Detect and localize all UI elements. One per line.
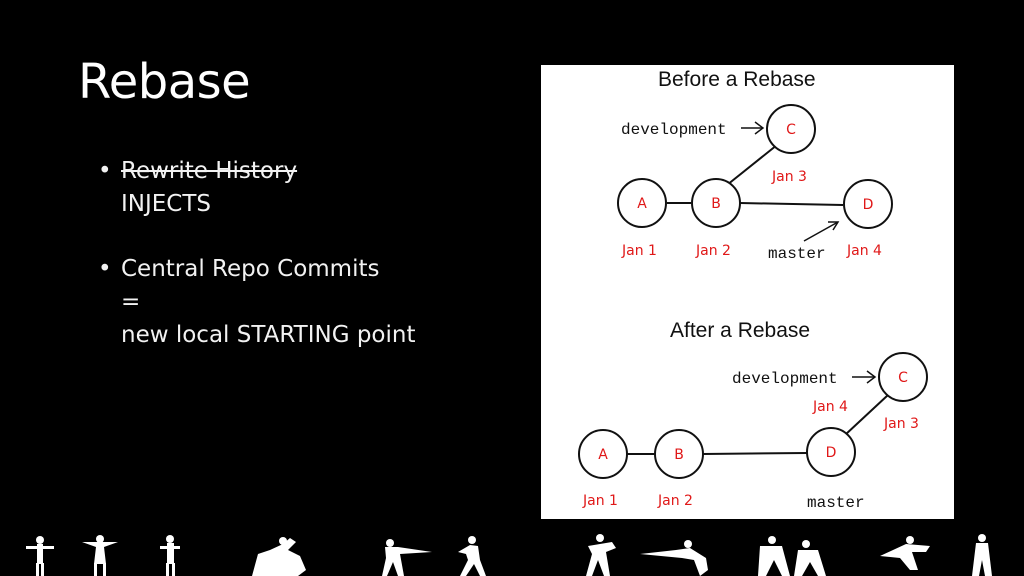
after-node-c-label: C — [898, 370, 908, 386]
after-date-a: Jan 1 — [582, 493, 618, 509]
before-edge-bd — [740, 203, 843, 205]
before-master-label: master — [768, 245, 826, 263]
before-node-b-label: B — [711, 196, 721, 212]
after-development-label: development — [732, 370, 838, 388]
bullet-list: • Rewrite History INJECTS • Central Repo… — [98, 155, 518, 352]
silhouette-figures-decoration — [0, 530, 1024, 576]
bullet-line: INJECTS — [121, 188, 518, 221]
after-date-c: Jan 3 — [883, 416, 919, 432]
figure-silhouette-icon — [880, 536, 930, 570]
figure-silhouette-icon — [382, 539, 432, 576]
bullet-line: = — [121, 286, 518, 319]
before-edge-bc — [727, 145, 777, 185]
figure-silhouette-icon — [640, 540, 708, 576]
figure-silhouette-icon — [252, 537, 306, 576]
before-master-arrow — [804, 222, 838, 241]
after-date-b: Jan 2 — [657, 493, 693, 509]
after-edge-dc — [845, 395, 888, 435]
after-node-b-label: B — [674, 447, 684, 463]
figure-silhouette-icon — [160, 535, 180, 576]
before-node-c-label: C — [786, 122, 796, 138]
before-node-d-label: D — [863, 197, 874, 213]
figure-silhouette-icon — [26, 536, 54, 576]
figure-silhouette-icon — [972, 534, 992, 576]
bullet-central-repo: • Central Repo Commits = new local START… — [98, 253, 518, 352]
bullet-line: Rewrite History — [121, 155, 518, 188]
before-heading: Before a Rebase — [658, 68, 816, 91]
after-edge-bd — [703, 453, 807, 454]
figure-silhouette-icon — [758, 536, 826, 576]
bullet-dot-icon: • — [98, 155, 112, 188]
before-date-d: Jan 4 — [846, 243, 882, 259]
figure-silhouette-icon — [458, 536, 486, 576]
bullet-dot-icon: • — [98, 253, 112, 286]
before-date-a: Jan 1 — [621, 243, 657, 259]
before-date-c: Jan 3 — [771, 169, 807, 185]
slide-title: Rebase — [78, 52, 250, 112]
before-date-b: Jan 2 — [695, 243, 731, 259]
after-master-label: master — [807, 494, 865, 512]
figure-silhouette-icon — [586, 534, 616, 576]
rebase-diagram: Before a Rebase development A B C D Jan … — [541, 65, 954, 519]
after-heading: After a Rebase — [670, 319, 810, 342]
bullet-line: Central Repo Commits — [121, 253, 518, 286]
before-development-label: development — [621, 121, 727, 139]
after-development-arrow — [852, 371, 875, 383]
before-development-arrow — [741, 122, 763, 134]
after-date-d: Jan 4 — [812, 399, 848, 415]
bullet-rewrite-history: • Rewrite History INJECTS — [98, 155, 518, 221]
bullet-line: new local STARTING point — [121, 319, 518, 352]
figure-silhouette-icon — [82, 535, 118, 576]
after-node-d-label: D — [826, 445, 837, 461]
before-node-a-label: A — [637, 196, 647, 212]
after-node-a-label: A — [598, 447, 608, 463]
